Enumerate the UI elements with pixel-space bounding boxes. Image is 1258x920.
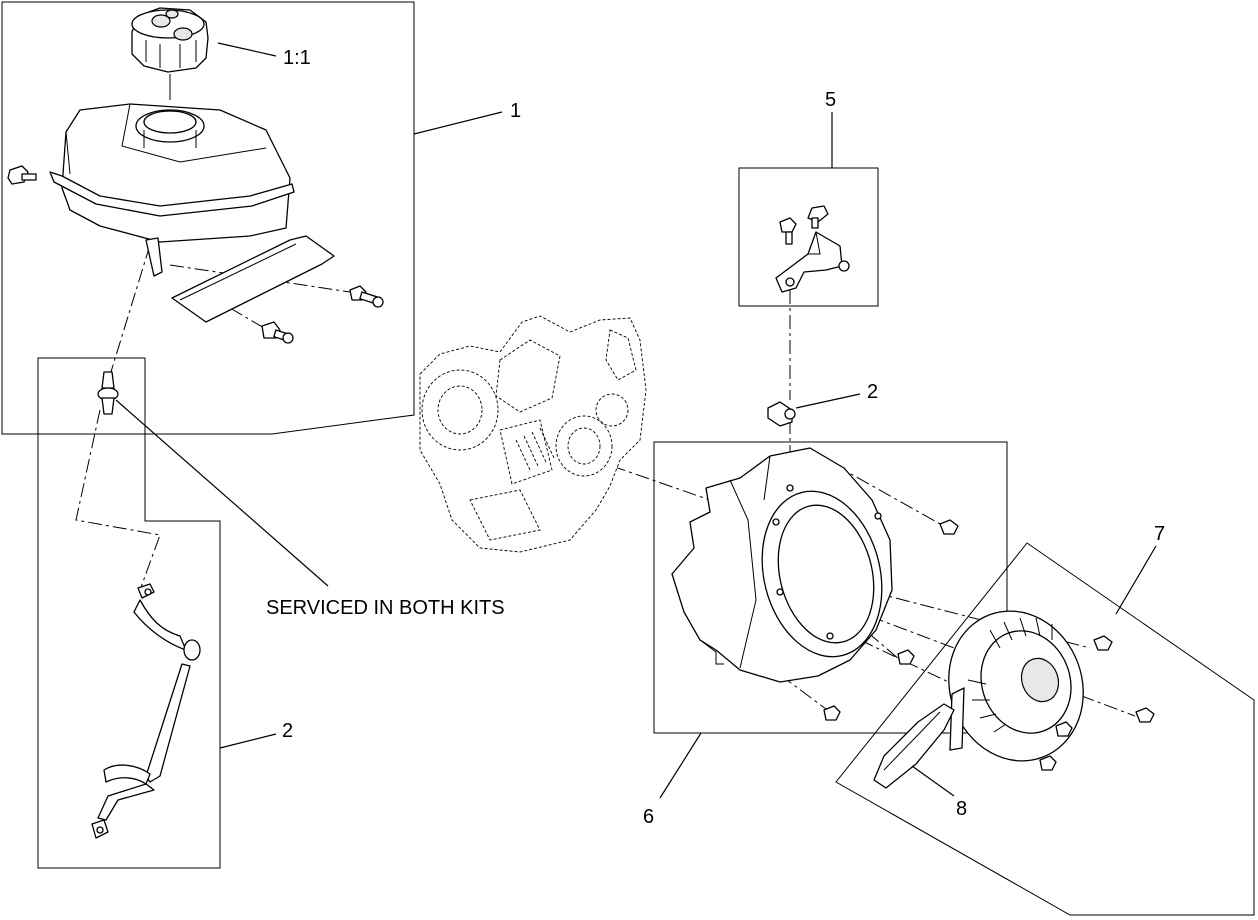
callout-5: 5 [825,89,836,111]
engine-block-ghost [419,315,647,553]
assembly-line-tank-to-valve [109,244,151,376]
clip-part-2 [767,401,796,427]
kit-5-boundary [738,167,879,307]
starter-screw-d [1039,755,1057,771]
assembly-line-tank-screw [169,264,351,293]
kit-2-fuel-line-boundary [37,357,221,869]
callout-6: 6 [643,806,654,828]
housing-screw-mid [897,649,915,665]
leader-7 [1115,545,1157,615]
starter-screw-b [1135,707,1155,723]
fuel-hose [91,583,201,839]
leader-8 [911,765,955,797]
fuel-cap [131,7,209,100]
guard-screw-lower [261,321,294,344]
housing-screw-bottom [823,705,841,721]
leader-2-right [795,393,861,409]
starter-screw-c [1055,721,1073,737]
leader-6 [659,732,702,799]
bracket-screw-b [807,205,829,229]
starter-handle [873,703,955,789]
kit-1-boundary [1,1,415,435]
fuel-tank [49,103,295,277]
serviced-note: SERVICED IN BOTH KITS [266,597,505,619]
housing-screw-top [939,519,959,535]
heat-shield [171,235,335,323]
assembly-line-screw-f [829,599,901,661]
callout-2-right: 2 [867,381,878,403]
callout-1-1: 1:1 [283,47,311,69]
assembly-line-screw-a [834,464,943,526]
starter-screw-a [1093,635,1113,651]
callout-8: 8 [956,798,967,820]
leader-note [115,399,329,587]
callout-2-left: 2 [282,720,293,742]
leader-1-1 [217,42,277,57]
assembly-line-valve-to-hose [75,409,161,591]
leader-2-left [219,733,277,749]
leader-1 [413,111,503,135]
callout-7: 7 [1154,523,1165,545]
blower-housing [671,447,893,683]
bracket-screw-a [779,217,797,245]
tank-screw-left [7,165,37,185]
assembly-line-engine-to-shroud [611,465,711,501]
fuel-valve [97,371,119,415]
guard-screw-upper [349,285,384,308]
kit-7-boundary [835,542,1255,916]
mounting-bracket [775,231,850,293]
recoil-starter [948,610,1084,762]
callout-1: 1 [510,100,521,122]
kit-6-boundary [653,441,1008,734]
